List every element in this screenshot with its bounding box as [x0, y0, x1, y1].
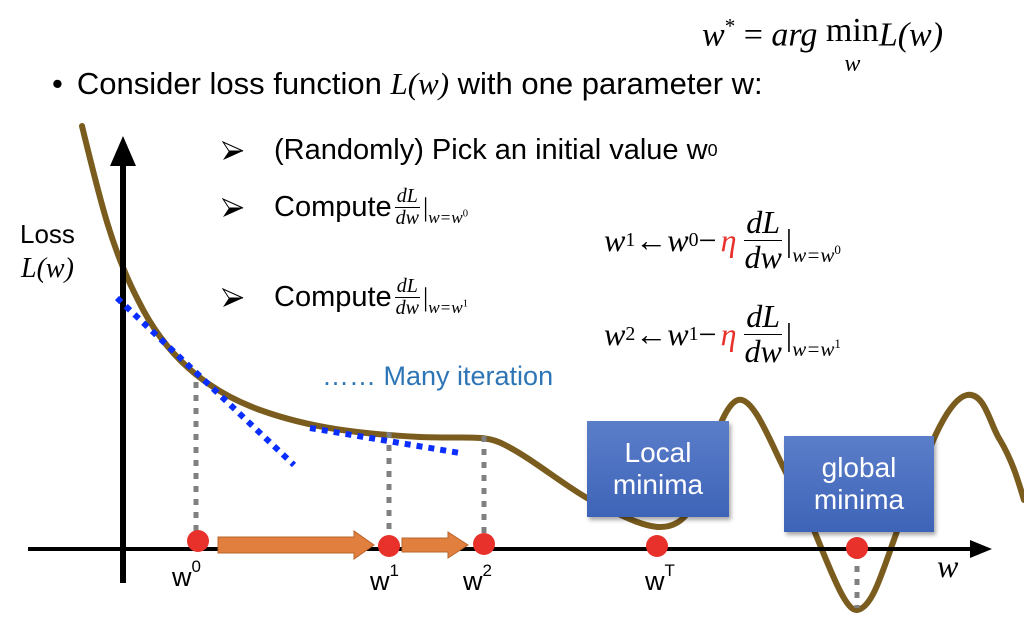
label-w0: w0 — [172, 557, 201, 593]
learning-rate-eta: η — [720, 315, 737, 352]
label-w1: w1 — [370, 561, 399, 597]
many-iteration-annotation: …… Many iteration — [322, 361, 554, 391]
update-minus: − — [698, 221, 717, 258]
eval-bar: | — [423, 192, 429, 222]
frac-num: dL — [394, 185, 420, 208]
update-prev: w — [667, 221, 689, 258]
label-text: w — [645, 566, 665, 596]
box-line: minima — [612, 469, 704, 500]
update-lhs-sup: 1 — [625, 228, 636, 251]
frac-den: dw — [395, 207, 420, 229]
label-text: w — [463, 566, 483, 596]
label-w2: w2 — [463, 561, 492, 597]
eval-expr: w=w — [428, 208, 463, 228]
frac-num: dL — [744, 204, 783, 241]
label-sup: 1 — [389, 561, 399, 580]
y-axis-label: Loss L(w) — [20, 218, 75, 286]
learning-rate-eta: η — [720, 221, 737, 258]
point-global-min — [846, 537, 868, 559]
x-axis-label: w — [937, 548, 959, 584]
formula-lhs: w — [702, 16, 725, 54]
eval-sup: 0 — [462, 208, 469, 220]
frac-den: dw — [744, 332, 782, 369]
box-line: global — [821, 451, 897, 483]
eval-sup: 1 — [462, 298, 469, 310]
label-wT: wT — [645, 561, 675, 597]
point-wT — [646, 535, 668, 557]
update-lhs: w — [604, 221, 626, 258]
x-axis-arrowhead — [970, 540, 992, 558]
update-prev: w — [667, 315, 689, 352]
bullet-dot: • — [52, 66, 63, 101]
eval-sup: 0 — [834, 241, 841, 257]
update-prev-sup: 0 — [688, 228, 699, 251]
eval-expr: w=w — [792, 336, 835, 361]
arrowhead-bullet-icon — [222, 140, 244, 160]
update-minus: − — [698, 315, 717, 352]
eval-expr: w=w — [792, 242, 835, 267]
label-sup: 2 — [482, 561, 492, 580]
point-w2 — [473, 533, 495, 555]
formula-arg: arg — [771, 16, 818, 54]
eval-expr: w=w — [428, 298, 463, 318]
formula-min-op: min — [825, 12, 879, 49]
label-text: w — [172, 562, 192, 592]
arrowhead-bullet-icon — [222, 287, 244, 307]
update-lhs: w — [604, 315, 626, 352]
point-w1 — [378, 535, 400, 557]
step-text: Compute — [274, 191, 392, 223]
point-w0 — [187, 530, 209, 552]
y-axis-label-text: Loss — [20, 219, 75, 249]
label-sup: T — [664, 561, 675, 580]
frac-num: dL — [744, 298, 783, 335]
eval-bar: | — [785, 315, 793, 352]
step-text: Compute — [274, 281, 392, 313]
bullet-text-after: with one parameter w: — [449, 66, 763, 101]
box-line: minima — [813, 484, 905, 515]
y-axis-arrowhead — [110, 136, 136, 166]
global-minima-box: global minima — [784, 436, 934, 532]
formula-min-sub: w — [844, 51, 861, 77]
local-minima-box: Local minima — [587, 421, 729, 517]
eval-bar: | — [785, 221, 793, 258]
box-line: Local — [624, 436, 692, 468]
formula-lhs-sup: * — [724, 14, 736, 38]
tangent-line-w0 — [114, 295, 297, 468]
eval-bar: | — [423, 282, 429, 312]
step-text: (Randomly) Pick an initial value w — [274, 134, 708, 166]
y-axis-label-math: L(w) — [21, 252, 74, 284]
bullet-line: • Consider loss function L(w) with one pa… — [52, 66, 763, 102]
frac-den: dw — [744, 238, 782, 275]
label-sup: 0 — [191, 557, 201, 576]
update-arrow: ← — [635, 315, 668, 352]
step-sup: 0 — [707, 140, 718, 160]
formula-rhs: L(w) — [878, 16, 944, 54]
frac-den: dw — [395, 297, 420, 319]
bullet-math: L(w) — [390, 66, 450, 101]
frac-num: dL — [394, 275, 420, 298]
update-prev-sup: 1 — [688, 322, 699, 345]
eval-sup: 1 — [834, 335, 841, 351]
label-text: w — [370, 566, 390, 596]
bullet-text-before: Consider loss function — [76, 66, 391, 101]
formula-equals: = — [735, 16, 772, 54]
update-arrow: ← — [635, 221, 668, 258]
tangent-line-w1 — [309, 425, 461, 456]
step-arrow-w0-to-w1 — [217, 530, 375, 560]
update-lhs-sup: 2 — [625, 322, 636, 345]
arrowhead-bullet-icon — [222, 197, 244, 217]
step-arrow-w1-to-w2 — [401, 531, 469, 559]
